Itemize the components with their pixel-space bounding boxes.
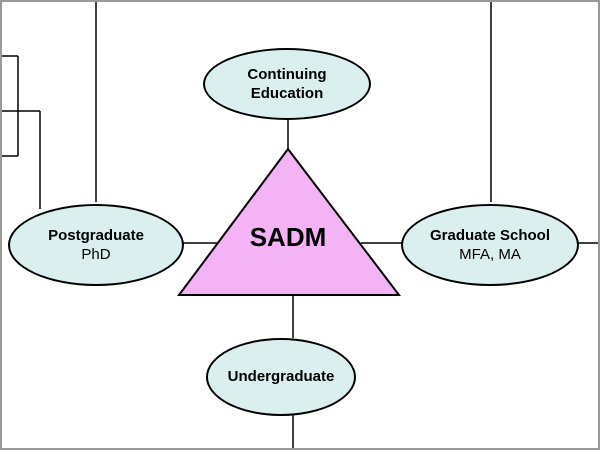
undergraduate-title: Undergraduate xyxy=(227,368,335,386)
sadm-triangle xyxy=(177,147,402,296)
postgraduate-node: Postgraduate PhD xyxy=(8,204,184,286)
graduate-school-title: Graduate School xyxy=(429,226,551,244)
postgraduate-title: Postgraduate xyxy=(48,226,144,244)
sadm-label: SADM xyxy=(249,222,327,252)
graduate-school-node: Graduate School MFA, MA xyxy=(401,204,579,286)
postgraduate-subtitle: PhD xyxy=(81,246,111,263)
graduate-school-subtitle: MFA, MA xyxy=(459,246,521,263)
continuing-education-line1: Continuing xyxy=(247,65,327,83)
continuing-education-line2: Education xyxy=(250,85,324,102)
undergraduate-node: Undergraduate xyxy=(206,338,356,416)
continuing-education-node: Continuing Education xyxy=(203,48,371,120)
